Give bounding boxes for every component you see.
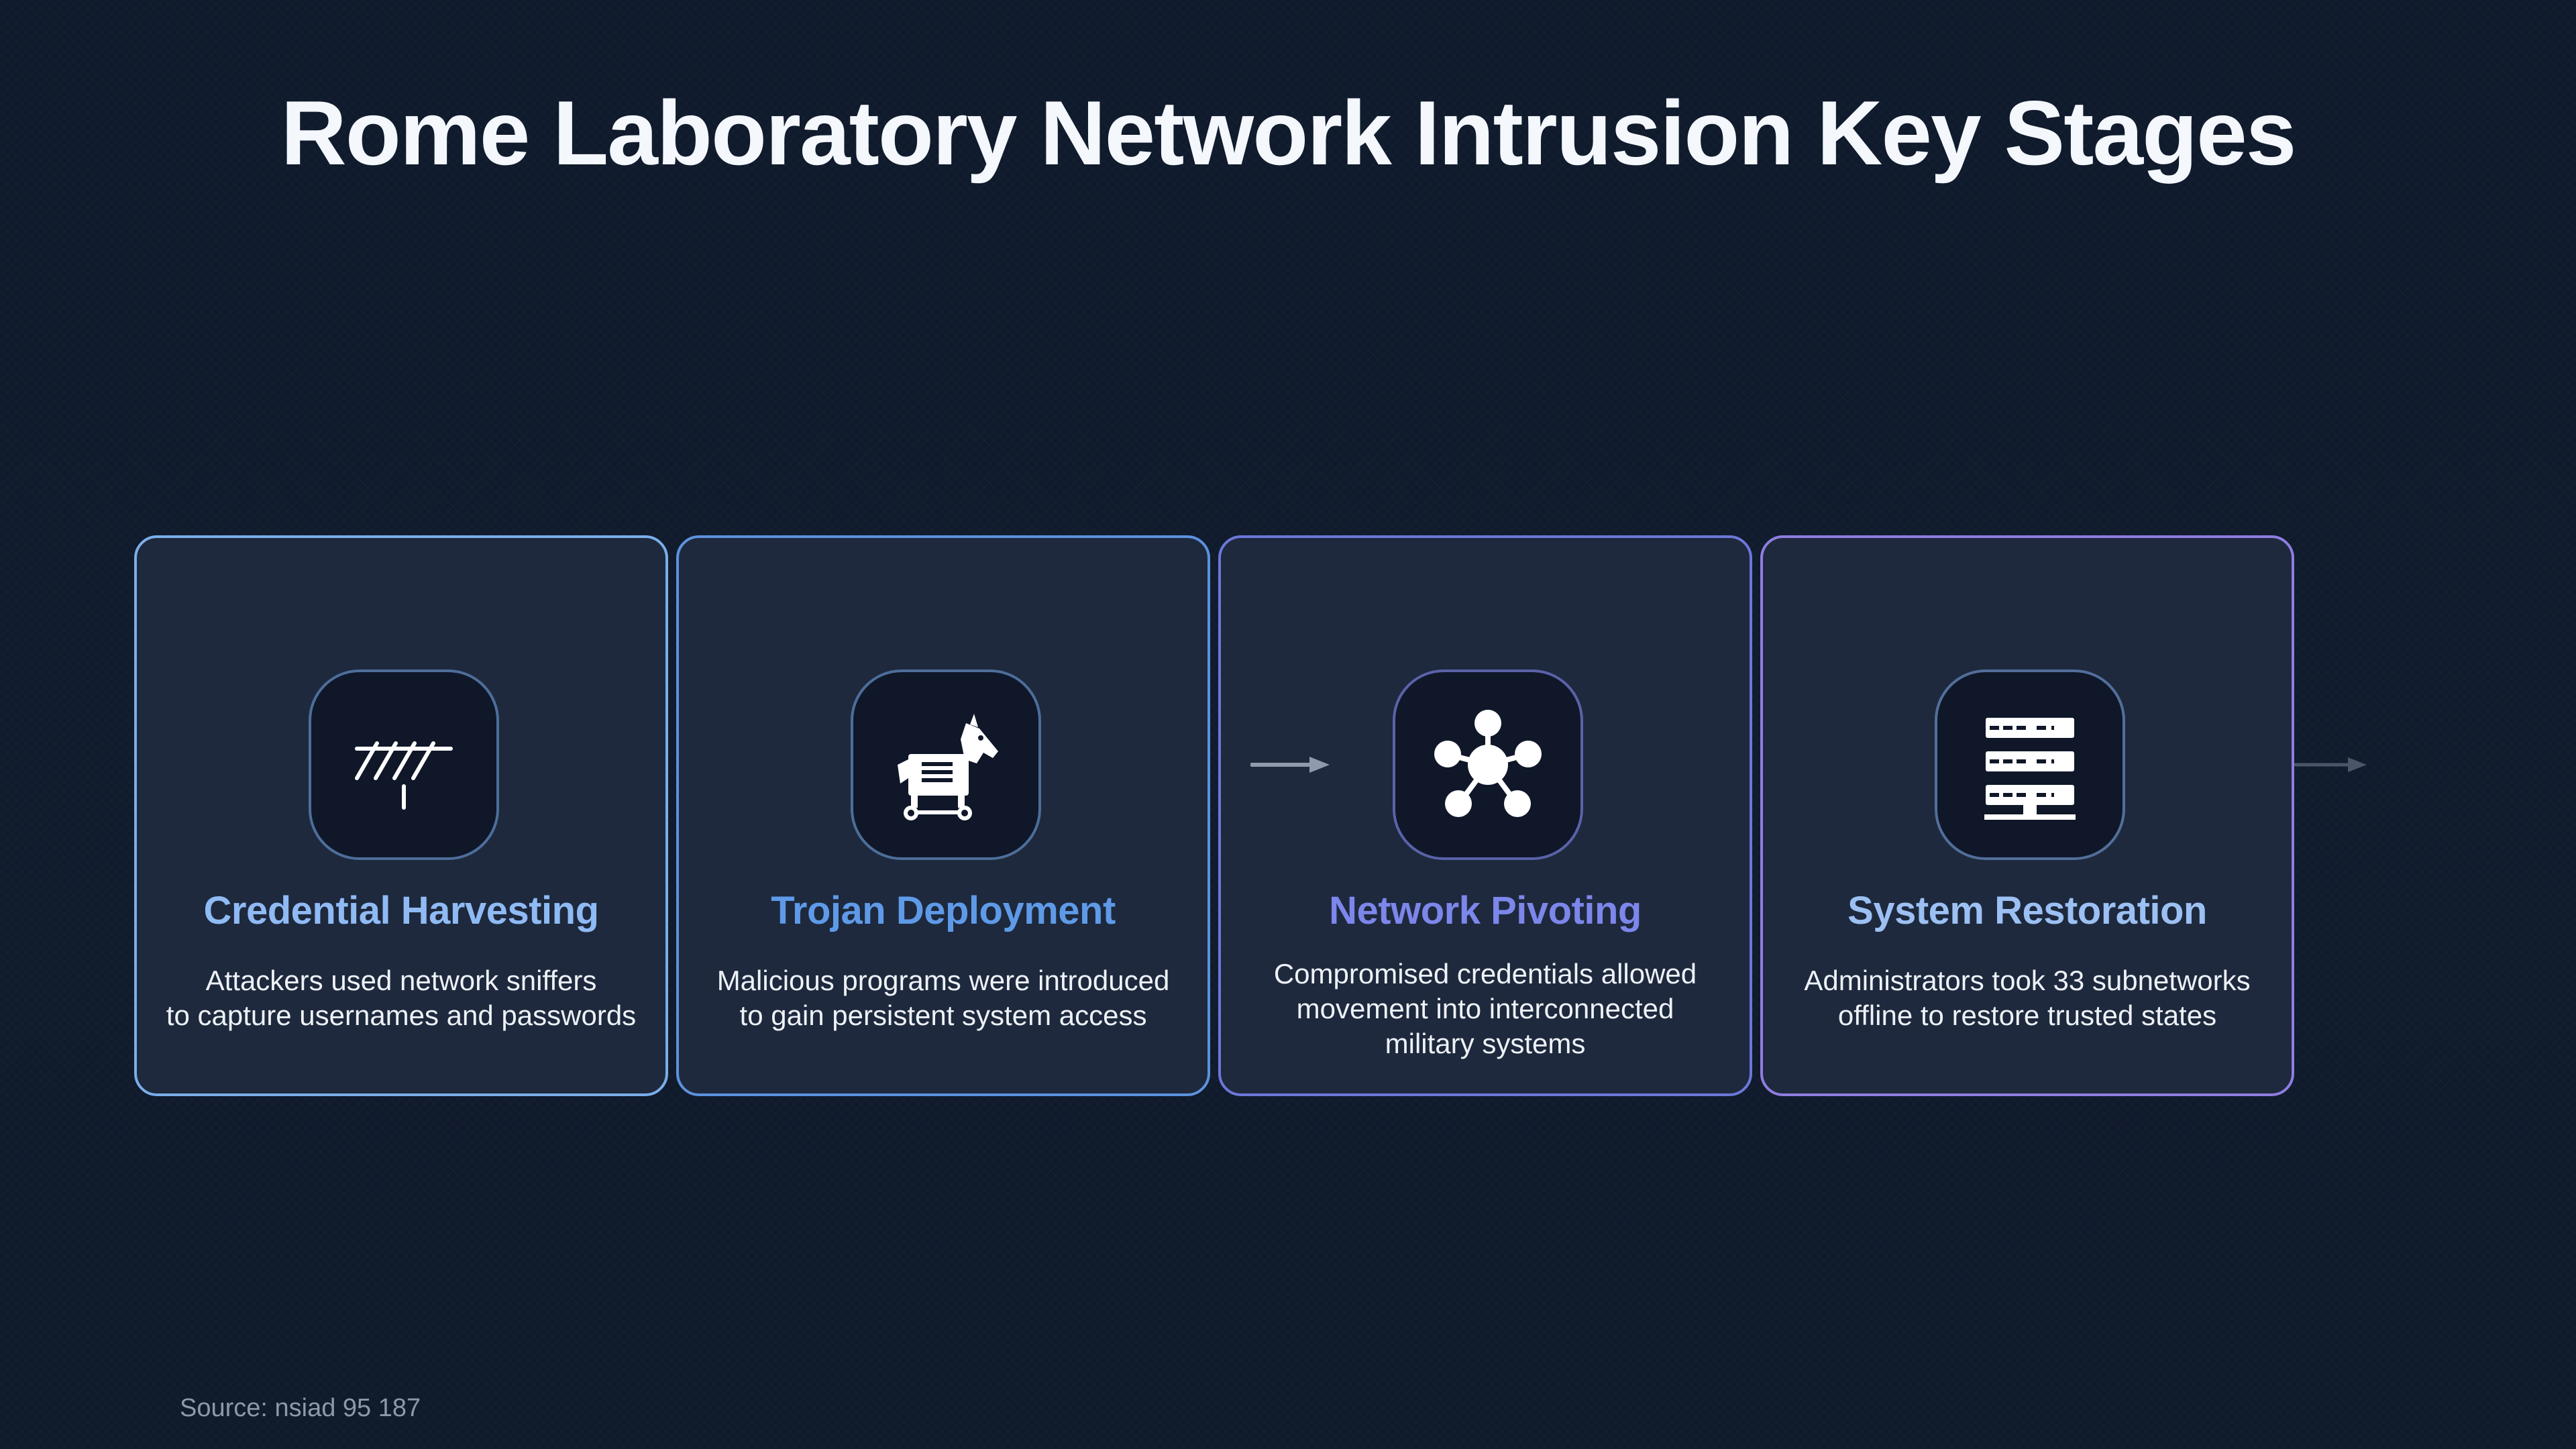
stage-card-trojan-deployment: Trojan Deployment Malicious programs wer… [676,535,1210,1096]
stage-description-line: to capture usernames and passwords [166,1000,637,1031]
stage-title: Network Pivoting [1329,889,1642,932]
stage-description-line: Malicious programs were introduced [716,965,1170,996]
stage-icon-frame [851,669,1041,860]
stage-description-line: to gain persistent system access [739,1000,1147,1031]
stage-icon-frame [1935,669,2125,860]
stage-flow: Credential Harvesting Attackers used net… [134,535,2442,1097]
flow-arrow-icon [1250,757,1330,773]
trojan-horse-icon [898,714,998,820]
stage-card-credential-harvesting: Credential Harvesting Attackers used net… [134,535,668,1096]
stage-description: Attackers used network sniffers to captu… [150,963,652,1033]
stage-title: Credential Harvesting [203,889,599,932]
network-hub-icon [1434,710,1542,817]
source-note: Source: nsiad 95 187 [180,1394,421,1422]
stage-icon-frame [1393,669,1583,860]
stage-description-line: Administrators took 33 subnetworks [1804,965,2251,996]
stage-title: Trojan Deployment [771,889,1116,932]
stage-icon-frame [309,669,499,860]
stage-description-line: Compromised credentials allowed [1273,958,1697,989]
stage-description-line: offline to restore trusted states [1837,1000,2217,1031]
stage-card-system-restoration: System Restoration Administrators took 3… [1760,535,2294,1096]
stage-description-line: Attackers used network sniffers [205,965,597,996]
flow-arrow-icon [2294,757,2367,772]
page-title: Rome Laboratory Network Intrusion Key St… [280,82,2297,184]
stage-card-network-pivoting: Network Pivoting Compromised credentials… [1218,535,1752,1096]
stage-description-line: military systems [1385,1028,1586,1059]
stage-title: System Restoration [1847,889,2207,932]
antenna-icon [355,741,453,810]
stage-description: Compromised credentials allowed movement… [1234,957,1736,1061]
stage-description: Malicious programs were introduced to ga… [692,963,1194,1033]
stage-description: Administrators took 33 subnetworks offli… [1776,963,2278,1033]
stage-description-line: movement into interconnected [1296,993,1674,1024]
server-rack-icon [1983,718,2077,820]
